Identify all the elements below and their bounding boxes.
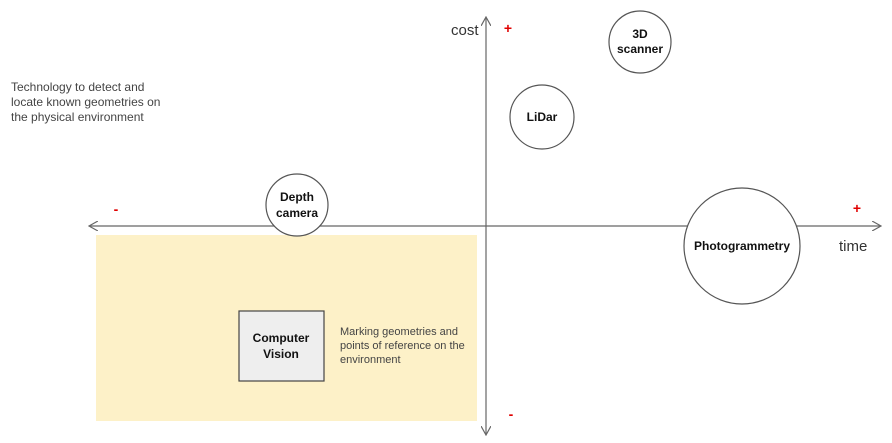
node-lidar-label: LiDar [527, 110, 558, 124]
node-computer-vision-line1: Computer [253, 331, 310, 345]
node-3d-scanner-line2: scanner [617, 42, 663, 56]
cost-minus-sign: - [509, 406, 514, 422]
time-minus-sign: - [114, 201, 119, 217]
node-computer-vision-line2: Vision [263, 347, 299, 361]
node-photogrammetry-label: Photogrammetry [694, 239, 790, 253]
time-axis-label: time [839, 238, 867, 255]
node-depth-camera-line2: camera [276, 206, 318, 220]
diagram-description: Technology to detect and locate known ge… [11, 80, 161, 124]
node-depth-camera: Depth camera [265, 173, 329, 237]
node-3d-scanner-line1: 3D [632, 27, 648, 41]
cost-plus-sign: + [504, 20, 512, 36]
node-depth-camera-line1: Depth [280, 190, 314, 204]
time-plus-sign: + [853, 200, 861, 216]
node-computer-vision: Computer Vision [238, 310, 325, 382]
node-lidar: LiDar [509, 84, 575, 150]
cost-axis-label: cost [451, 22, 479, 39]
node-photogrammetry: Photogrammetry [683, 187, 801, 305]
node-3d-scanner: 3D scanner [608, 10, 672, 74]
computer-vision-note: Marking geometries and points of referen… [340, 326, 465, 366]
